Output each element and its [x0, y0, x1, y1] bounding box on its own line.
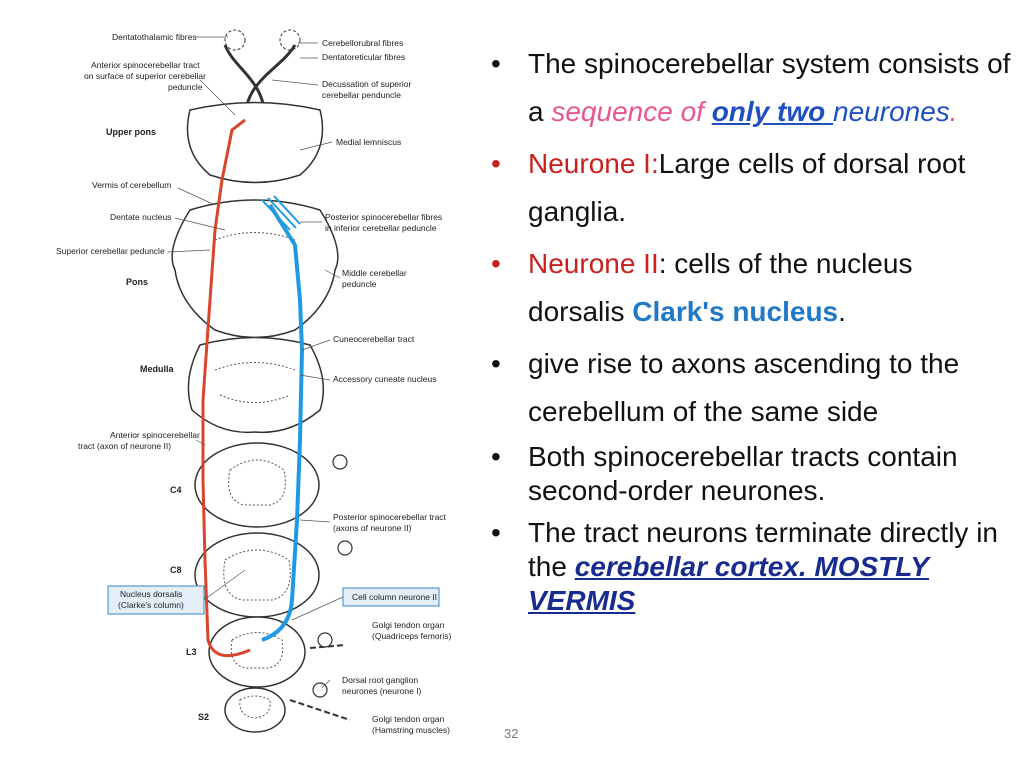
label-dentatoreticular: Dentatoreticular fibres	[322, 52, 405, 62]
label-superior-peduncle: Superior cerebellar peduncle	[56, 246, 165, 256]
bullet-3: •Neurone II: cells of the nucleus dorsal…	[491, 248, 913, 327]
label-drg-2: neurones (neurone I)	[342, 686, 422, 696]
label-s2: S2	[198, 712, 209, 722]
label-middle-peduncle-1: Middle cerebellar	[342, 268, 407, 278]
label-cerebellorubral: Cerebellorubral fibres	[322, 38, 403, 48]
label-c8: C8	[170, 565, 182, 575]
label-golgi-quad-1: Golgi tendon organ	[372, 620, 445, 630]
label-vermis: Vermis of cerebellum	[92, 180, 171, 190]
label-posterior-tract-2: (axons of neurone II)	[333, 523, 412, 533]
label-pons: Pons	[126, 277, 148, 287]
bullet-list: •The spinocerebellar system consists of …	[485, 40, 1015, 618]
posterior-spinocerebellar-tract	[261, 203, 305, 642]
label-upper-pons: Upper pons	[106, 127, 156, 137]
label-anterior-surface-3: peduncle	[168, 82, 203, 92]
label-drg-1: Dorsal root ganglion	[342, 675, 418, 685]
bullet-content: •The spinocerebellar system consists of …	[485, 40, 1015, 626]
label-c4: C4	[170, 485, 182, 495]
ganglia	[312, 454, 353, 698]
medulla-section	[187, 336, 325, 434]
dorsal-roots	[289, 644, 351, 721]
label-posterior-tract-1: Posterior spinocerebellar tract	[333, 512, 447, 522]
label-posterior-inf-2: in inferior cerebellar peduncle	[325, 223, 437, 233]
bullet-5: •Both spinocerebellar tracts contain sec…	[491, 441, 958, 506]
label-anterior-axon-2: tract (axon of neurone II)	[78, 441, 171, 451]
s2-section	[224, 687, 286, 733]
label-decussation-2: cerebellar penduncle	[322, 90, 401, 100]
grey-matter	[214, 232, 296, 719]
label-anterior-surface-2: on surface of superior cerebellar	[84, 71, 206, 81]
label-golgi-ham-2: (Hamstring muscles)	[372, 725, 450, 735]
label-anterior-axon-1: Anterior spinocerebellar	[110, 430, 200, 440]
spinocerebellar-diagram: Dentatothalamic fibres Anterior spinocer…	[56, 29, 452, 735]
slide-number: 32	[504, 726, 519, 741]
label-dentatothalamic: Dentatothalamic fibres	[112, 32, 197, 42]
bullet-4: •give rise to axons ascending to the cer…	[491, 348, 960, 427]
label-cuneocerebellar: Cuneocerebellar tract	[333, 334, 415, 344]
upper-pons-section	[186, 101, 324, 184]
label-golgi-ham-1: Golgi tendon organ	[372, 714, 445, 724]
c4-section	[194, 442, 320, 528]
label-nucleus-dorsalis-2: (Clarke's column)	[118, 600, 184, 610]
label-nucleus-dorsalis-1: Nucleus dorsalis	[120, 589, 182, 599]
red-nucleus-circles	[224, 29, 301, 51]
bullet-2: •Neurone I:Large cells of dorsal root ga…	[491, 148, 966, 227]
label-golgi-quad-2: (Quadriceps femoris)	[372, 631, 452, 641]
label-medial-lemniscus: Medial lemniscus	[336, 137, 401, 147]
label-middle-peduncle-2: peduncle	[342, 279, 377, 289]
label-accessory-cuneate: Accessory cuneate nucleus	[333, 374, 436, 384]
anterior-spinocerebellar-tract	[201, 118, 251, 658]
label-cell-column: Cell column neurone II	[352, 592, 437, 602]
leader-lines	[167, 36, 344, 689]
label-posterior-inf-1: Posterior spinocerebellar fibres	[325, 212, 442, 222]
label-decussation-1: Decussation of superior	[322, 79, 411, 89]
pons-section	[171, 199, 339, 339]
label-l3: L3	[186, 647, 197, 657]
bullet-1: •The spinocerebellar system consists of …	[491, 48, 1011, 127]
label-medulla: Medulla	[140, 364, 174, 374]
label-anterior-surface-1: Anterior spinocerebellar tract	[91, 60, 200, 70]
l3-section	[208, 616, 306, 688]
label-dentate: Dentate nucleus	[110, 212, 171, 222]
c8-section	[194, 532, 320, 618]
bullet-6: •The tract neurons terminate directly in…	[491, 517, 998, 616]
cerebellar-fibres	[261, 195, 301, 231]
nucleus-dorsalis-box	[107, 585, 205, 615]
